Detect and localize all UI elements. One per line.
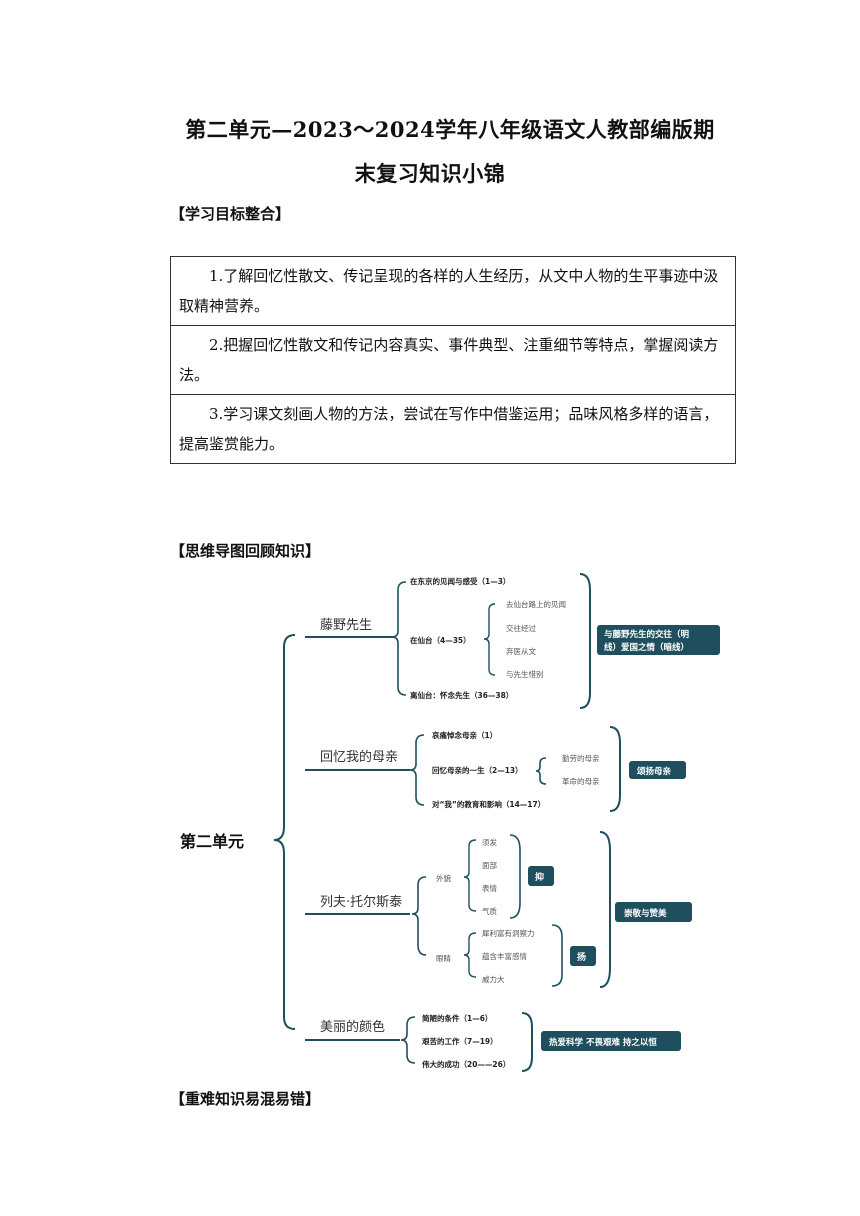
- sub-item: 去仙台路上的见闻: [506, 599, 566, 609]
- summary-text: 线）爱国之情（暗线）: [604, 642, 689, 653]
- goal-row: 3.学习课文刻画人物的方法，尝试在写作中借鉴运用；品味风格多样的语言，提高鉴赏能…: [170, 394, 736, 464]
- branch-item: 回忆母亲的一生（2—13）: [432, 765, 523, 775]
- doc-title-line1: 第二单元—2023～2024学年八年级语文人教部编版期: [185, 117, 715, 142]
- goal-row: 2.把握回忆性散文和传记内容真实、事件典型、注重细节等特点，掌握阅读方法。: [170, 325, 736, 395]
- goal-text: 3.学习课文刻画人物的方法，尝试在写作中借鉴运用；品味风格多样的语言，提高鉴赏能…: [170, 394, 736, 464]
- summary-text: 崇敬与赞美: [624, 908, 667, 919]
- sub-item: 革命的母亲: [562, 776, 600, 786]
- tag-box: [528, 866, 554, 886]
- brace: [483, 603, 496, 676]
- branch-item: 离仙台：怀念先生（36—38）: [410, 690, 513, 700]
- section-heading-mindmap: 【思维导图回顾知识】: [170, 542, 321, 560]
- summary-text: 热爱科学 不畏艰难 持之以恒: [549, 1037, 657, 1048]
- branch-title: 回忆我的母亲: [320, 749, 398, 765]
- goal-text: 1.了解回忆性散文、传记呈现的各样的人生经历，从文中人物的生平事迹中汲取精神营养…: [170, 256, 736, 326]
- brace: [463, 932, 477, 978]
- brace: [411, 876, 427, 956]
- brace: [409, 734, 425, 806]
- brace: [463, 839, 477, 912]
- branch-item: 在仙台（4—35）: [410, 635, 471, 645]
- brace: [400, 1016, 416, 1064]
- sub-item: 面部: [482, 860, 497, 870]
- goals-table: 1.了解回忆性散文、传记呈现的各样的人生经历，从文中人物的生平事迹中汲取精神营养…: [170, 256, 736, 464]
- sub-item: 气质: [482, 906, 497, 916]
- summary-text: 与藤野先生的交往（明: [604, 629, 690, 640]
- tag-box: [570, 946, 596, 966]
- doc-title-line2: 末复习知识小锦: [354, 161, 506, 186]
- branch-item: 伟大的成功（20——26）: [422, 1059, 510, 1069]
- summary-box: [629, 761, 686, 779]
- summary-bracket: [579, 573, 591, 709]
- branch-item: 艰苦的工作（7—19）: [421, 1036, 498, 1046]
- goal-row: 1.了解回忆性散文、传记呈现的各样的人生经历，从文中人物的生平事迹中汲取精神营养…: [170, 256, 736, 326]
- brace: [535, 757, 547, 785]
- summary-bracket: [599, 831, 611, 988]
- tag-text: 扬: [577, 951, 586, 963]
- branch-item: 哀痛悼念母亲（1）: [432, 730, 497, 740]
- mind-map: 第二单元 藤野先生 回忆我的母亲 列夫·托尔斯泰 美丽的颜色 在东京的见闻与感受…: [180, 573, 720, 1072]
- summary-text: 颂扬母亲: [637, 766, 672, 777]
- section-heading-goals: 【学习目标整合】: [170, 205, 291, 223]
- root-brace: [273, 634, 296, 1030]
- sub-item: 勤劳的母亲: [562, 753, 600, 763]
- goal-text: 2.把握回忆性散文和传记内容真实、事件典型、注重细节等特点，掌握阅读方法。: [170, 325, 736, 395]
- group-label: 眼睛: [436, 953, 451, 963]
- branch-item: 在东京的见闻与感受（1—3）: [410, 576, 510, 586]
- sub-item: 威力大: [482, 974, 505, 984]
- sub-item: 须发: [482, 837, 497, 847]
- sub-item: 与先生惜别: [506, 669, 544, 679]
- sub-item: 弃医从文: [506, 646, 536, 656]
- summary-bracket: [609, 726, 621, 812]
- mindmap-root: 第二单元: [180, 832, 244, 851]
- bracket: [551, 924, 563, 987]
- summary-box: [541, 1031, 681, 1051]
- group-label: 外貌: [436, 873, 451, 883]
- sub-item: 表情: [482, 883, 497, 893]
- sub-item: 蕴含丰富感情: [482, 951, 527, 961]
- branch-title: 藤野先生: [320, 618, 372, 633]
- section-heading-difficult: 【重难知识易混易错】: [170, 1090, 321, 1108]
- summary-box: [597, 625, 720, 655]
- bracket: [509, 834, 521, 919]
- summary-box: [615, 902, 692, 922]
- sub-item: 交往经过: [506, 623, 536, 633]
- sub-item: 犀利富有洞察力: [482, 928, 535, 938]
- brace: [391, 581, 407, 696]
- branch-item: 对“我”的教育和影响（14—17）: [432, 799, 545, 809]
- tag-text: 抑: [535, 871, 544, 883]
- branch-item: 简陋的条件（1—6）: [422, 1013, 492, 1023]
- summary-bracket: [521, 1012, 533, 1072]
- branch-title: 美丽的颜色: [320, 1019, 385, 1035]
- branch-title: 列夫·托尔斯泰: [320, 895, 402, 910]
